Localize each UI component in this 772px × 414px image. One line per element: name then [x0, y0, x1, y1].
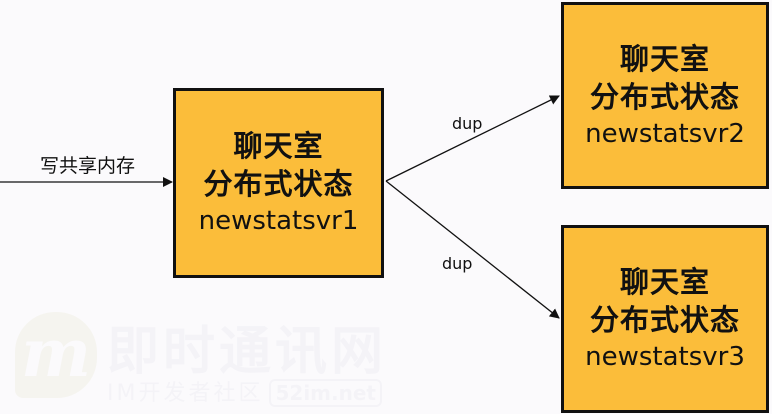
- node-server-name: newstatsvr2: [585, 118, 745, 149]
- edge-label-write-shared-memory: 写共享内存: [40, 155, 136, 177]
- edge-label-dup-top: dup: [452, 114, 483, 133]
- edge-node-1-to-node-3: [385, 180, 560, 319]
- edge-node-1-to-node-2: [385, 95, 560, 182]
- node-title: 聊天室: [619, 41, 710, 76]
- node-title: 聊天室: [233, 129, 324, 163]
- node-subtitle: 分布式状态: [589, 79, 740, 114]
- node-subtitle: 分布式状态: [589, 303, 740, 337]
- watermark-logo-icon: m: [15, 312, 97, 398]
- watermark-title: 即时通讯网: [107, 322, 388, 382]
- node-title: 聊天室: [619, 265, 710, 299]
- watermark-subtitle-text: IM开发者社区: [107, 381, 264, 406]
- watermark-domain: 52im.net: [269, 379, 382, 407]
- node-newstatsvr1: 聊天室 分布式状态 newstatsvr1: [173, 88, 384, 278]
- edge-label-dup-bottom: dup: [442, 254, 473, 273]
- node-newstatsvr2: 聊天室 分布式状态 newstatsvr2: [561, 2, 769, 189]
- node-subtitle: 分布式状态: [203, 167, 354, 201]
- node-server-name: newstatsvr1: [198, 206, 359, 236]
- node-newstatsvr3: 聊天室 分布式状态 newstatsvr3: [561, 225, 769, 413]
- node-server-name: newstatsvr3: [585, 342, 745, 372]
